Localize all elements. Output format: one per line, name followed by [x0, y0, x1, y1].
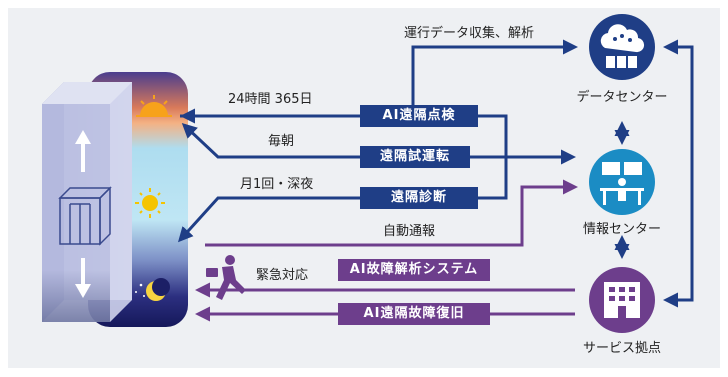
info-center-label: 情報センター	[582, 222, 661, 237]
emergency-label: 緊急対応	[256, 268, 309, 283]
collect-data-line	[411, 39, 578, 116]
elevator-car-icon	[58, 186, 112, 246]
auto-report-label: 自動通報	[383, 224, 436, 239]
remote-inspection-box: AI遠隔点検	[360, 105, 478, 127]
up-arrow-icon	[75, 130, 91, 172]
moon-icon	[135, 278, 170, 301]
service-base-node	[589, 267, 655, 333]
diagnosis-line	[177, 196, 360, 243]
collect-data-label: 運行データ収集、解析	[404, 26, 535, 41]
data-center-label: データセンター	[576, 90, 668, 105]
morning-label: 毎朝	[268, 134, 295, 149]
remote-diagnosis-box: 遠隔診断	[360, 187, 478, 209]
ai-analysis-box: AI故障解析システム	[338, 259, 490, 281]
remote-test-box: 遠隔試運転	[360, 146, 470, 168]
info-center-node	[589, 149, 655, 215]
elevator-shaft	[42, 82, 132, 322]
auto-report-line	[205, 179, 578, 247]
sun-icon	[135, 188, 165, 218]
data-service-link	[663, 39, 694, 308]
running-person-icon	[206, 255, 246, 300]
ai-recovery-box: AI遠隔故障復旧	[338, 303, 490, 325]
sunrise-icon	[136, 95, 172, 117]
service-base-label: サービス拠点	[582, 341, 661, 356]
test-run-line	[181, 122, 360, 159]
monthly-label: 月1回・深夜	[240, 177, 314, 192]
hours-label: 24時間 365日	[228, 92, 313, 107]
down-arrow-icon	[75, 258, 91, 298]
data-center-node	[589, 14, 655, 80]
